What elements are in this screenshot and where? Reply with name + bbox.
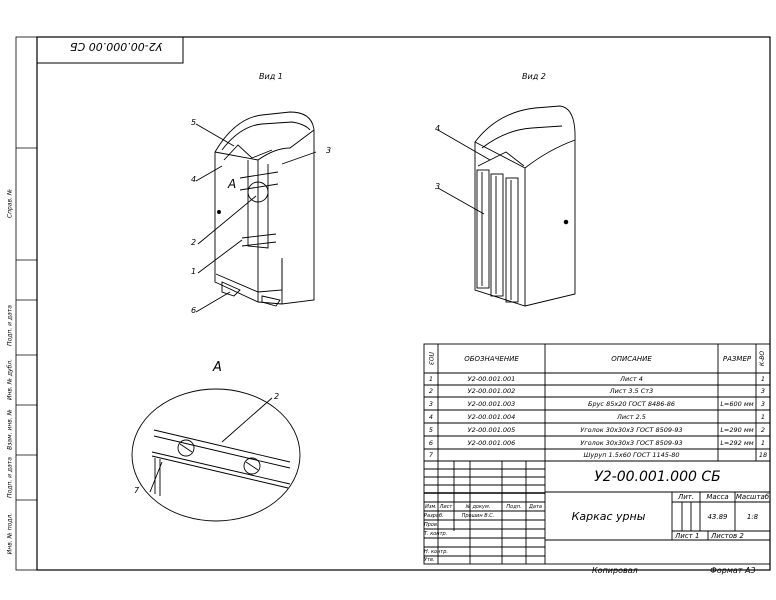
detail-a-label: A [213,360,222,375]
tb-utv: Утв. [424,557,435,563]
bom-cell-qty: 1 [760,375,766,383]
detail-a-drawing [131,388,301,522]
tb-tkontr: Т. контр. [424,530,448,537]
bom-cell-qty: 18 [758,451,768,459]
bom-cell-description: Уголок 30х30х3 ГОСТ 8509-93 [580,438,683,447]
tb-izm: Изм. [425,503,437,510]
bom-header-size: РАЗМЕР [722,354,752,363]
bom-header-designation: ОБОЗНАЧЕНИЕ [464,354,519,363]
tb-razrab: Разраб. [424,512,444,519]
bom-cell-size [718,385,756,397]
bom-cell-qty: 1 [760,412,766,421]
bom-cell-qty: 3 [760,399,766,408]
bom-cell-pos: 5 [428,425,434,434]
bom-lines [423,343,771,462]
bom-cell-qty: 3 [760,387,766,395]
callout-2: 2 [191,238,197,247]
bom-cell-pos: 1 [428,375,434,383]
scale-label: Масштаб [735,493,770,501]
strip-inv-podl: Инв. № подл. [6,512,14,555]
bom-cell-pos: 3 [428,399,434,408]
bom-cell-size: L=292 мм [720,438,754,447]
tb-date: Дата [529,503,542,510]
tb-list: Лист [439,503,453,510]
callout-6: 6 [191,306,197,315]
bom-cell-size [718,449,756,461]
bom-cell-description: Уголок 30х30х3 ГОСТ 8509-93 [580,425,683,434]
tb-nkontr: Н. контр. [424,548,448,555]
view2-drawing [437,105,576,307]
bom-cell-size: L=600 мм [720,399,754,408]
callout-detail-2: 2 [274,392,280,401]
lit-label: Лит. [677,493,695,501]
bom-cell-pos: 7 [428,451,434,459]
bom-cell-qty: 1 [760,438,766,447]
tb-razrab-name: Прошин В.С. [461,512,495,519]
bom-cell-designation: У2-00.001.005 [467,425,516,434]
bom-header-description: ОПИСАНИЕ [611,354,652,363]
bom-cell-description: Шуруп 1.5х60 ГОСТ 1145-80 [583,451,680,459]
callout-4: 4 [191,175,197,184]
bom-cell-designation: У2-00.001.004 [467,412,516,421]
bom-cell-description: Лист 3.5 Ст3 [609,387,654,395]
callout-1: 1 [191,267,197,276]
detail-a-marker: A [228,177,237,191]
strip-sprav: Справ. № [6,188,14,219]
bom-cell-designation: У2-00.001.001 [467,375,516,383]
tb-prov: Пров. [424,521,439,528]
bom-cell-description: Брус 85х20 ГОСТ 8486-86 [588,399,675,408]
stamp-top: У2-00.000.00 СБ [70,40,163,53]
bom-header-qty: К-ВО [759,350,767,367]
callout-5: 5 [191,118,197,127]
mass-label: Масса [706,493,729,501]
bom-cell-description: Лист 2.5 [617,412,646,421]
sheet-label: Лист 1 [675,531,700,540]
tb-doc: № докум. [465,503,491,510]
mass-value: 43.89 [707,512,728,521]
bom-cell-designation: У2-00.001.006 [467,438,516,447]
callout-detail-7: 7 [134,486,140,495]
title-block-lines [423,460,771,565]
view1-drawing [195,111,317,313]
bom-cell-pos: 2 [428,387,434,395]
doc-number: У2-00.001.000 СБ [594,468,721,485]
bom-cell-pos: 4 [428,412,434,421]
bom-header-pos: ПОЗ [427,351,435,366]
view2-label: Вид 2 [522,72,546,81]
bom-cell-size [718,373,756,385]
product-name: Каркас урны [571,509,646,523]
callout-v2-3: 3 [435,182,441,191]
bom-cell-designation [438,449,545,461]
footer-format: Формат А3 [710,566,756,575]
bom-cell-size [718,410,756,423]
footer-copied: Копировал [592,566,638,575]
bom-cell-designation: У2-00.001.002 [467,387,516,395]
bom-cell-pos: 6 [428,438,434,447]
bom-cell-description: Лист 4 [620,375,643,383]
view1-label: Вид 1 [259,72,283,81]
callout-v2-4: 4 [435,124,441,133]
sheets-label: Листов 2 [711,531,744,540]
bom-cell-designation: У2-00.001.003 [467,399,516,408]
scale-value: 1:8 [746,512,759,521]
bom-cell-qty: 2 [760,425,766,434]
callout-3: 3 [326,146,332,155]
tb-sign: Подп. [506,503,522,510]
bom-cell-size: L=290 мм [720,425,754,434]
